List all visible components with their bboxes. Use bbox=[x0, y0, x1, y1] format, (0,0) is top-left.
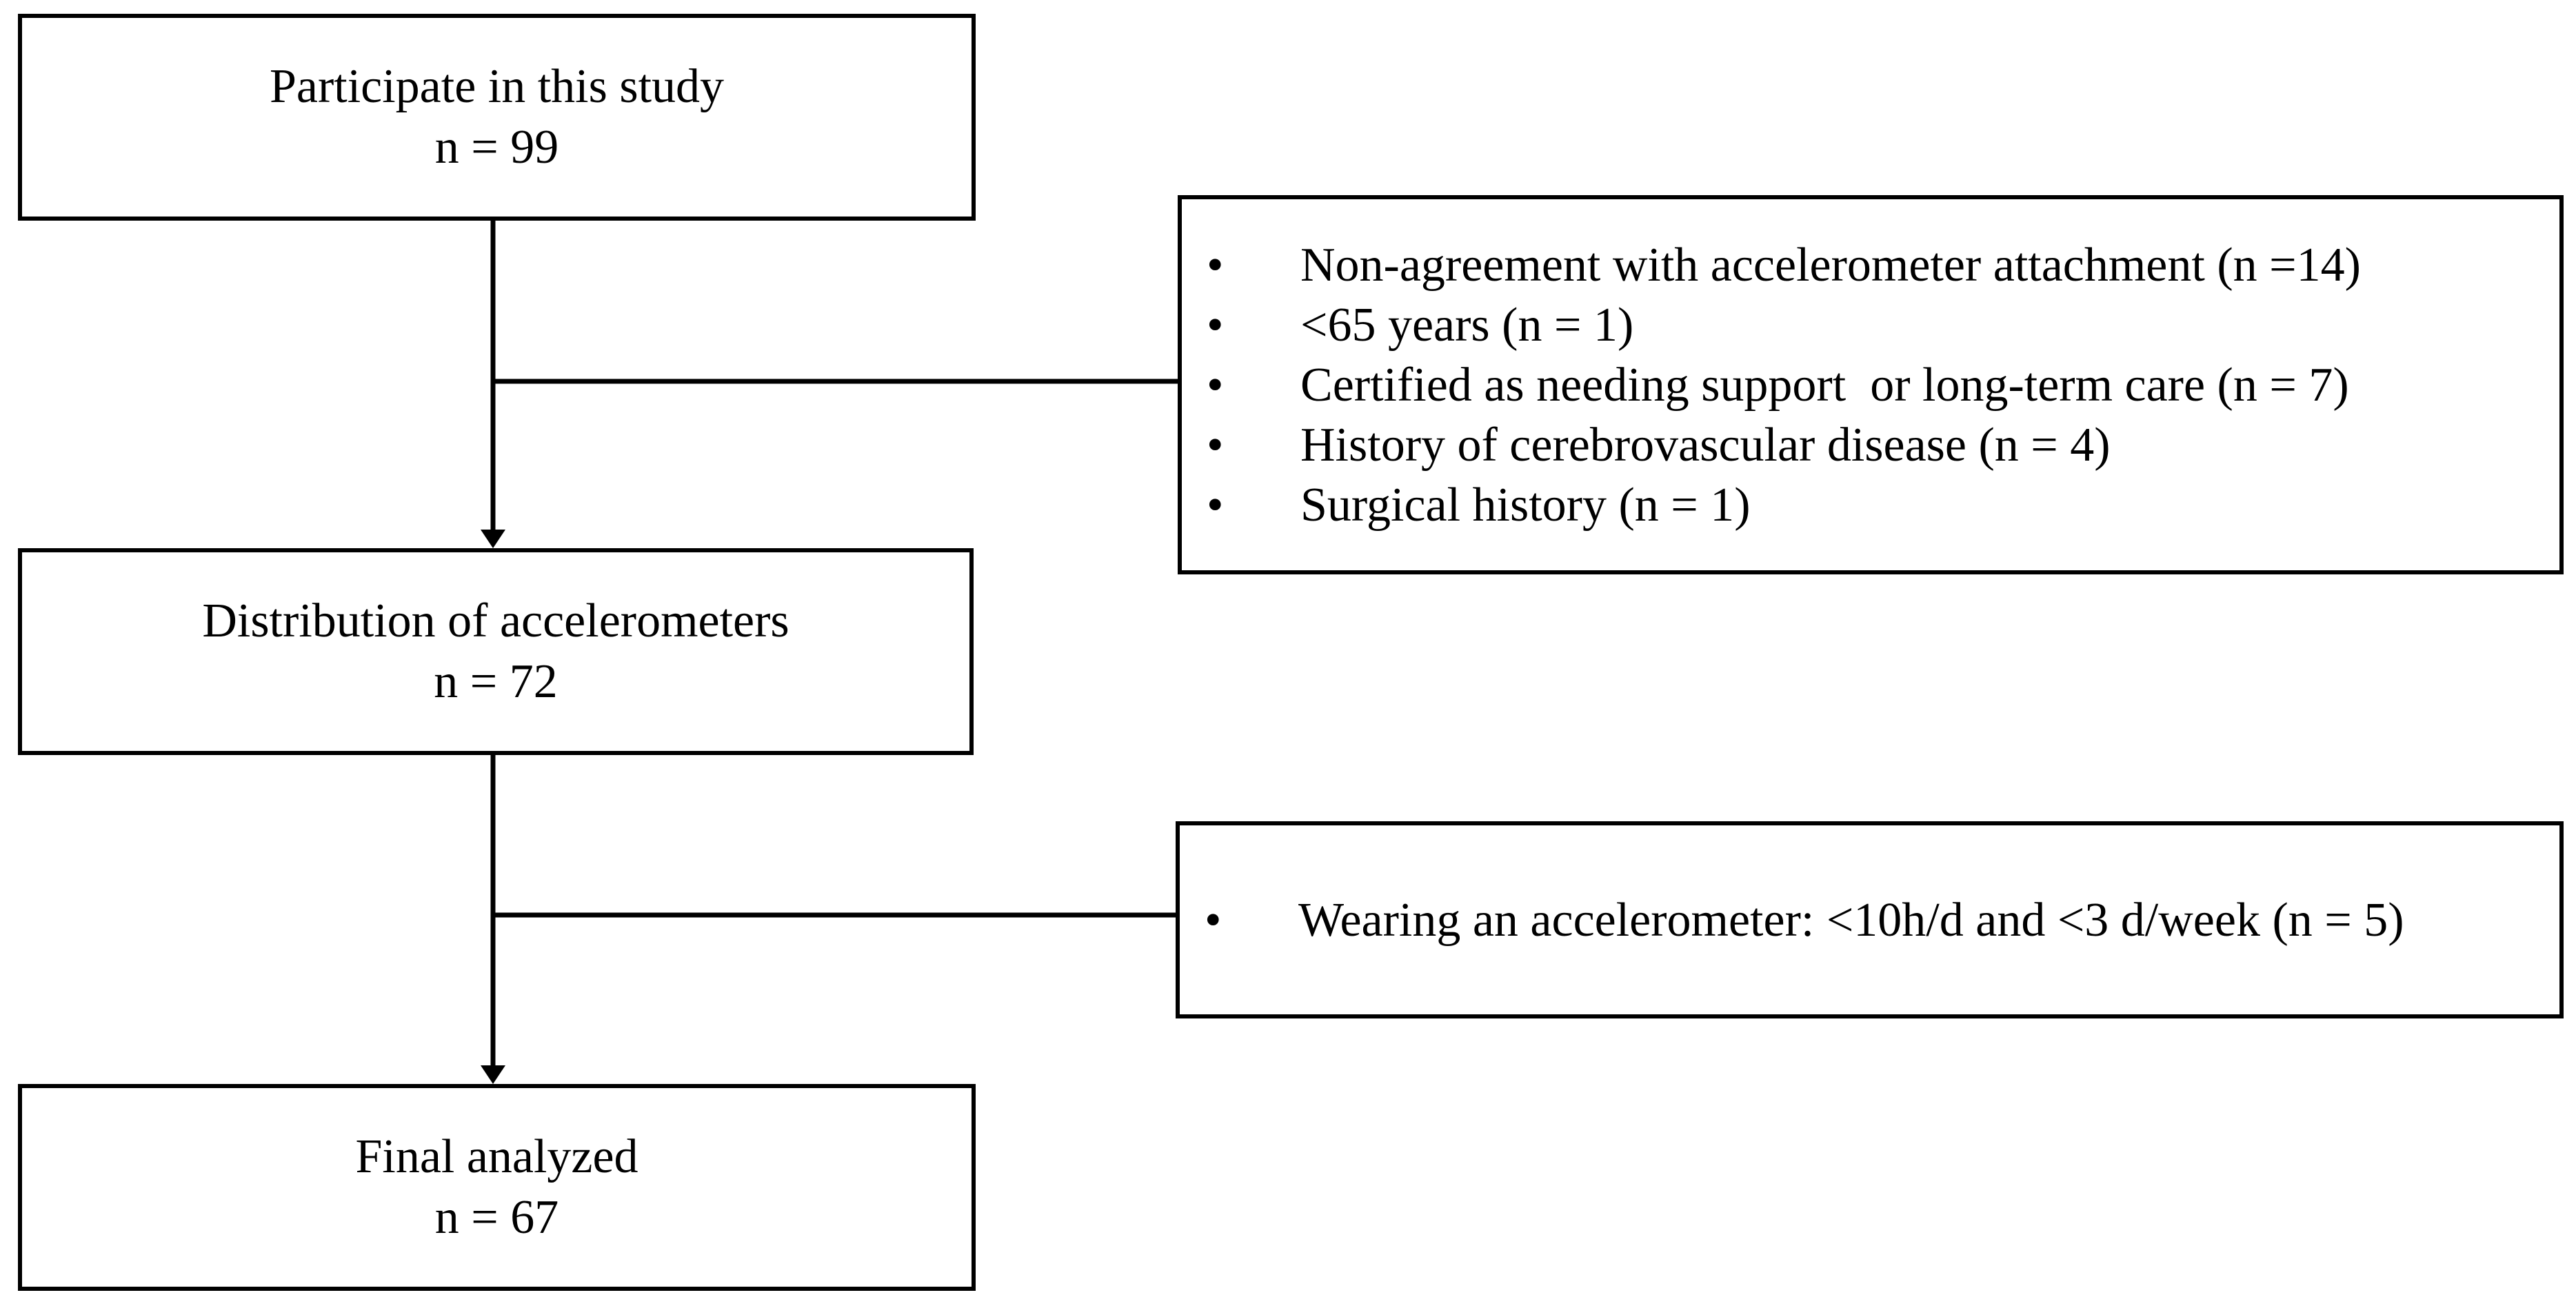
exclusion-text: Wearing an accelerometer: <10h/d and <3 … bbox=[1298, 893, 2404, 947]
final-count: n = 67 bbox=[434, 1191, 559, 1244]
exclusion-item: • Surgical history (n = 1) bbox=[1207, 475, 2559, 535]
participate-box: Participate in this study n = 99 bbox=[18, 14, 976, 221]
exclusion-text: Surgical history (n = 1) bbox=[1300, 478, 1751, 532]
exclusion-list-2: • Wearing an accelerometer: <10h/d and <… bbox=[1205, 890, 2559, 950]
exclusion-item: • History of cerebrovascular disease (n … bbox=[1207, 415, 2559, 475]
exclusion-box-2: • Wearing an accelerometer: <10h/d and <… bbox=[1176, 821, 2564, 1018]
exclusion-item: • Certified as needing support or long-t… bbox=[1207, 355, 2559, 415]
exclusion-text: <65 years (n = 1) bbox=[1300, 298, 1634, 352]
arrowhead-1 bbox=[481, 530, 505, 548]
exclusion-text: Non-agreement with accelerometer attachm… bbox=[1300, 238, 2361, 292]
participate-title: Participate in this study bbox=[269, 60, 725, 113]
distribution-title: Distribution of accelerometers bbox=[202, 594, 789, 647]
distribution-count: n = 72 bbox=[434, 655, 558, 708]
arrowhead-2 bbox=[481, 1065, 505, 1084]
bullet-icon: • bbox=[1207, 358, 1224, 412]
exclusion-list-1: • Non-agreement with accelerometer attac… bbox=[1207, 235, 2559, 535]
final-box: Final analyzed n = 67 bbox=[18, 1084, 976, 1291]
final-title: Final analyzed bbox=[355, 1130, 638, 1183]
bullet-icon: • bbox=[1207, 478, 1224, 532]
bullet-icon: • bbox=[1207, 238, 1224, 292]
distribution-box: Distribution of accelerometers n = 72 bbox=[18, 548, 974, 755]
bullet-icon: • bbox=[1207, 298, 1224, 352]
bullet-icon: • bbox=[1207, 418, 1224, 472]
exclusion-item: • Wearing an accelerometer: <10h/d and <… bbox=[1205, 890, 2559, 950]
exclusion-text: History of cerebrovascular disease (n = … bbox=[1300, 418, 2111, 472]
exclusion-box-1: • Non-agreement with accelerometer attac… bbox=[1178, 195, 2564, 574]
participate-count: n = 99 bbox=[434, 121, 559, 174]
bullet-icon: • bbox=[1205, 893, 1222, 947]
exclusion-item: • <65 years (n = 1) bbox=[1207, 295, 2559, 355]
exclusion-item: • Non-agreement with accelerometer attac… bbox=[1207, 235, 2559, 295]
exclusion-text: Certified as needing support or long-ter… bbox=[1300, 358, 2349, 412]
